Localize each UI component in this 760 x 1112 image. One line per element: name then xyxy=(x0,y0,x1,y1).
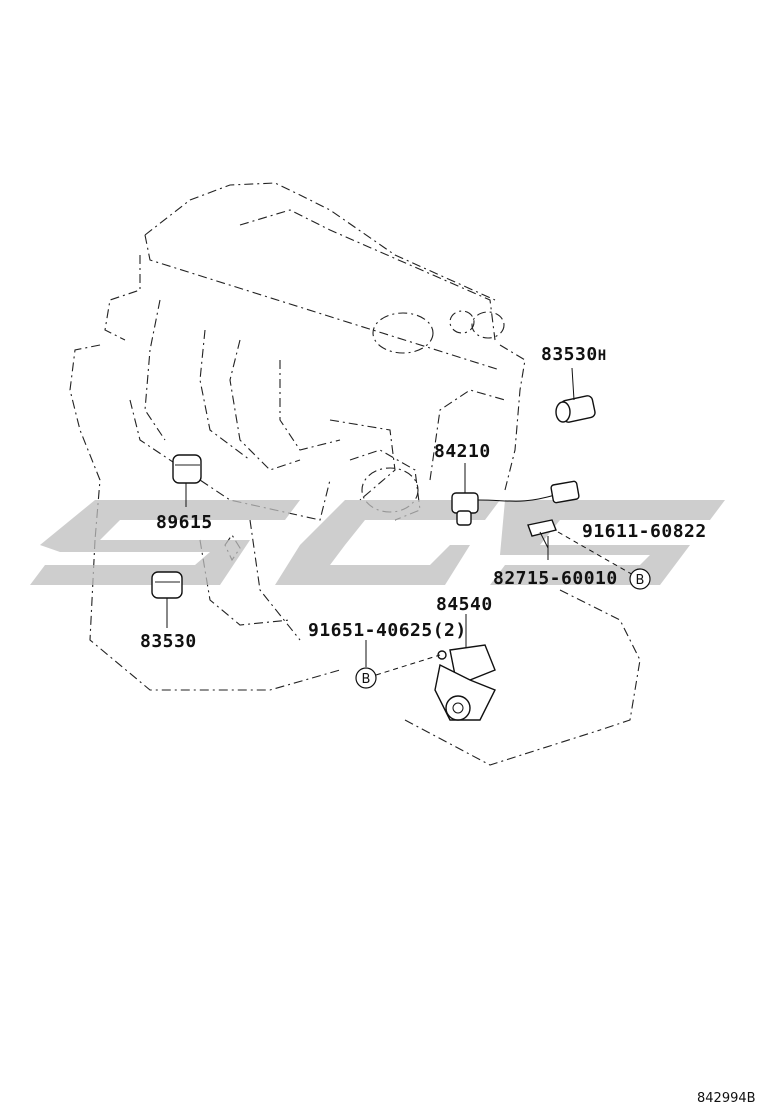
part-label-89615: 89615 xyxy=(156,512,213,533)
part-84540-switch xyxy=(434,614,496,721)
callout-b-right: B xyxy=(629,568,651,590)
part-label-83530: 83530 xyxy=(140,631,197,652)
part-83530h-sensor xyxy=(555,367,596,423)
part-label-82715-60010: 82715-60010 xyxy=(493,568,618,589)
part-label-83530h: 83530H xyxy=(541,344,607,365)
part-label-91651-40625: 91651-40625(2) xyxy=(308,620,467,641)
svg-text:B: B xyxy=(636,573,645,588)
svg-text:B: B xyxy=(362,672,371,687)
watermark-logo xyxy=(30,500,725,585)
callout-b-left: B xyxy=(355,667,377,689)
figure-reference: 842994B xyxy=(697,1091,756,1106)
part-89615-sensor xyxy=(172,454,202,507)
part-label-91611-60822: 91611-60822 xyxy=(582,521,707,542)
engine-block-outline xyxy=(69,182,641,766)
part-82715-clamp xyxy=(527,519,636,577)
part-83530-sensor xyxy=(151,571,183,628)
part-label-84210: 84210 xyxy=(434,441,491,462)
part-84210-sensor xyxy=(451,463,580,526)
part-91651-bolt-leader xyxy=(365,640,441,676)
part-label-84540: 84540 xyxy=(436,594,493,615)
